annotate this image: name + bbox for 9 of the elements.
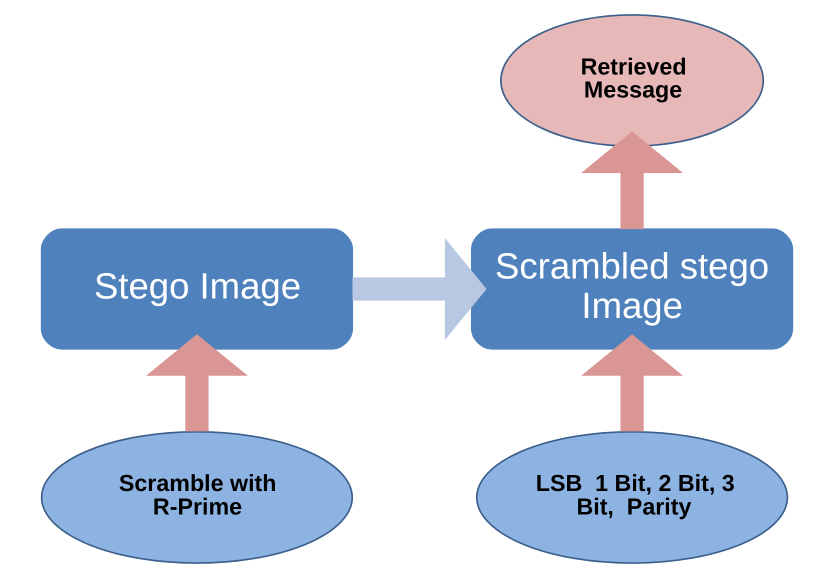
node-ellipse: Scramble with R-Prime [40, 431, 353, 564]
node-box: Stego Image [40, 228, 353, 350]
arrow [580, 131, 683, 230]
arrow [352, 238, 486, 340]
node-ellipse: LSB 1 Bit, 2 Bit, 3 Bit, Parity [475, 431, 788, 564]
node-ellipse: Retrieved Message [500, 14, 764, 147]
arrow [580, 334, 683, 432]
node-box: Scrambled stego Image [470, 228, 793, 350]
arrow [146, 334, 248, 432]
